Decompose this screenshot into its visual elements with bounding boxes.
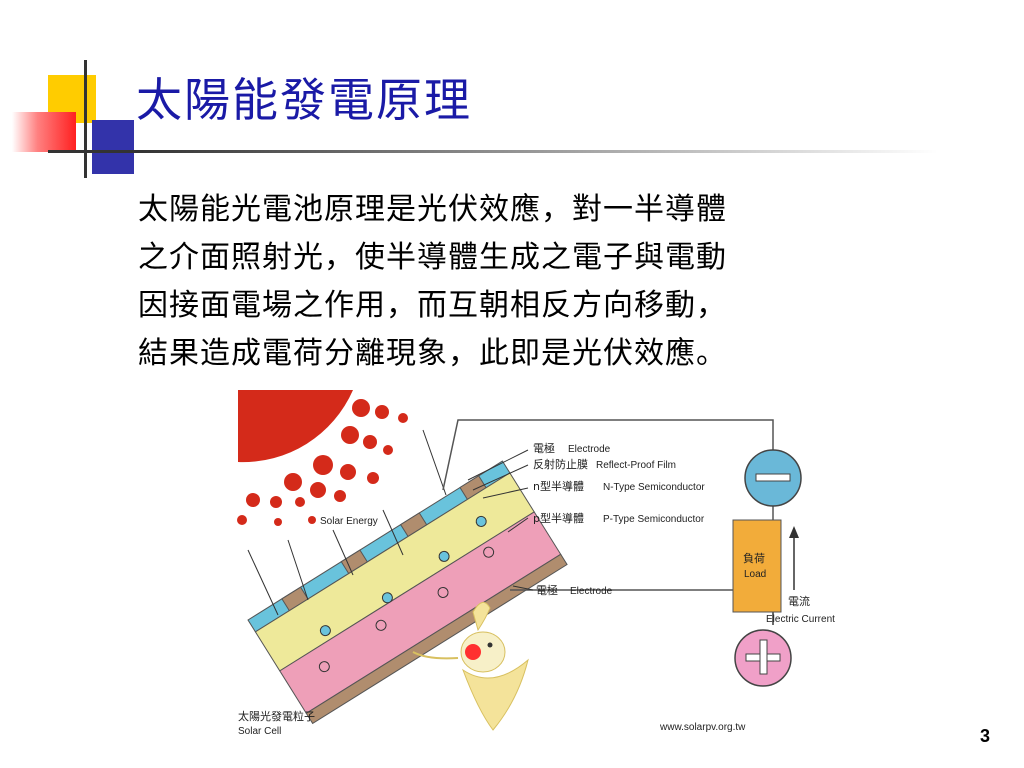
label-solar-cell-en: Solar Cell: [238, 726, 281, 737]
logo-blue-square: [92, 120, 134, 174]
label-n-type-cn: n型半導體: [533, 479, 584, 493]
cell-layers: [247, 460, 568, 725]
solar-energy-dots: [237, 399, 408, 526]
label-electrode-top-cn: 電極: [533, 441, 555, 455]
label-electrode-top-en: Electrode: [568, 444, 611, 455]
top-electrode-segments: [281, 475, 487, 612]
load-box: [732, 519, 782, 613]
light-arrows: [247, 429, 447, 616]
logo-red-bar: [12, 112, 76, 152]
slide-body-text: 太陽能光電池原理是光伏效應，對一半導體 之介面照射光，使半導體生成之電子與電動 …: [138, 192, 727, 371]
plus-icon: [745, 639, 781, 675]
leader-lines: [467, 449, 534, 591]
slide-title: 太陽能發電原理: [136, 73, 472, 127]
sun: [238, 390, 353, 463]
current-arrowhead: [789, 526, 799, 538]
label-reflect-film-en: Reflect-Proof Film: [596, 460, 676, 471]
label-solar-cell-cn: 太陽光發電粒子: [238, 709, 315, 723]
title-underline: [48, 150, 938, 153]
bird-illustration: [412, 601, 529, 731]
label-load-cn: 負荷: [743, 552, 765, 565]
label-reflect-film-cn: 反射防止膜: [533, 457, 588, 471]
label-n-type-en: N-Type Semiconductor: [603, 482, 705, 493]
solar-cell-diagram: Solar Energy: [237, 390, 835, 737]
label-current-en: Electric Current: [766, 614, 835, 625]
page-number: 3: [979, 726, 990, 746]
charge-symbols: [318, 515, 495, 673]
logo-vertical-line: [84, 60, 87, 178]
minus-icon: [755, 473, 791, 482]
website-watermark: www.solarpv.org.tw: [659, 722, 746, 733]
label-load-en: Load: [744, 569, 766, 580]
label-p-type-en: P-Type Semiconductor: [603, 514, 705, 525]
label-current-cn: 電流: [788, 594, 810, 608]
label-solar-energy: Solar Energy: [320, 516, 378, 527]
label-electrode-bottom-en: Electrode: [570, 586, 613, 597]
bottom-electrode-layer: [305, 553, 568, 725]
label-p-type-cn: p型半導體: [533, 511, 584, 525]
label-electrode-bottom-cn: 電極: [536, 583, 558, 597]
